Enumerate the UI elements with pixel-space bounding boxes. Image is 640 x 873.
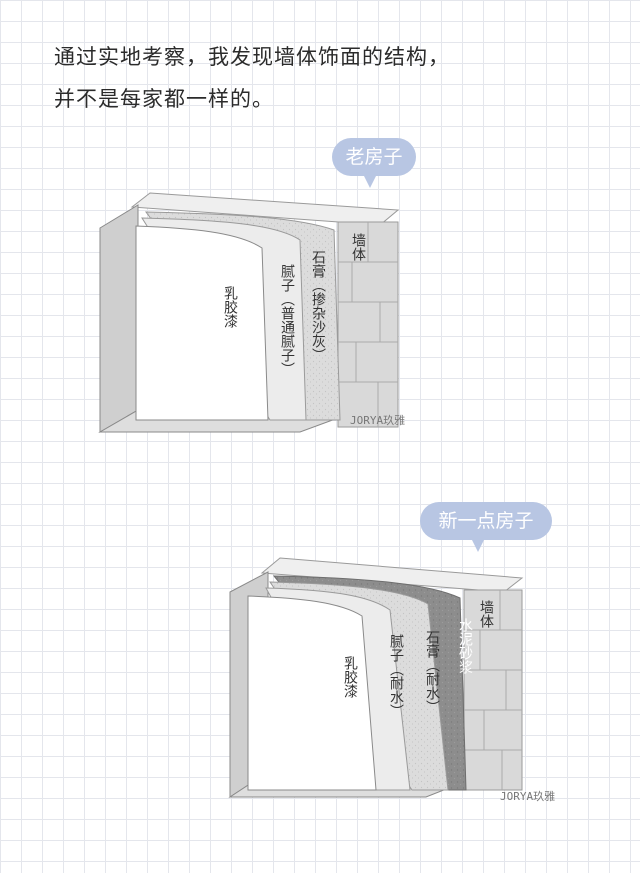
paint-label: 乳胶漆	[342, 656, 358, 698]
paint-layer	[247, 595, 377, 791]
brick-wall	[463, 589, 523, 791]
new-house-diagram: 墙体 水泥砂浆 石膏（耐水） 腻子（耐水） 乳胶漆 JORYA玖雅	[228, 557, 555, 803]
new-house-label: 新一点房子	[438, 510, 534, 532]
intro-line-1: 通过实地考察，我发现墙体饰面的结构，	[54, 45, 450, 69]
mortar-label: 水泥砂浆	[457, 618, 473, 674]
box-left-side	[99, 204, 139, 433]
putty-label: 腻子（普通腻子）	[279, 264, 295, 376]
old-house-diagram: 墙体 石膏（掺杂沙灰） 腻子（普通腻子） 乳胶漆 JORYA玖雅	[98, 192, 405, 433]
watermark: JORYA玖雅	[350, 413, 405, 427]
watermark: JORYA玖雅	[500, 789, 555, 803]
intro-text: 通过实地考察，我发现墙体饰面的结构， 并不是每家都一样的。	[54, 36, 450, 120]
paint-label: 乳胶漆	[222, 286, 238, 328]
old-house-bubble: 老房子	[332, 138, 416, 188]
old-house-label: 老房子	[345, 146, 403, 168]
wall-label: 墙体	[350, 233, 366, 261]
putty-label: 腻子（耐水）	[388, 634, 404, 718]
paint-layer	[135, 225, 269, 421]
bubble-tail	[470, 536, 486, 552]
plaster-label: 石膏（耐水）	[424, 630, 440, 714]
brick-wall	[337, 221, 399, 428]
intro-line-2: 并不是每家都一样的。	[54, 87, 274, 111]
wall-label: 墙体	[478, 600, 494, 628]
plaster-label: 石膏（掺杂沙灰）	[310, 250, 326, 362]
bubble-tail	[362, 172, 378, 188]
new-house-bubble: 新一点房子	[420, 502, 552, 552]
